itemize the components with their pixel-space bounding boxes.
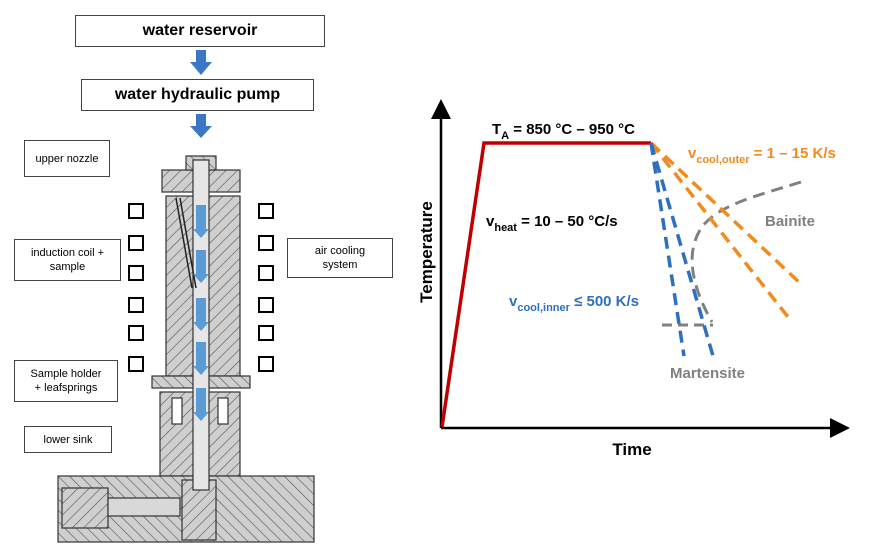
water-pump-label: water hydraulic pump [114, 86, 281, 103]
y-axis-label: Temperature [417, 201, 436, 303]
water-reservoir-label: water reservoir [142, 22, 258, 39]
sample-holder-label-2: + leafsprings [34, 382, 98, 394]
induction-coil-box: induction coil + sample [14, 239, 121, 281]
apparatus-drawing [57, 155, 315, 543]
coil-cross-sections-left [128, 203, 144, 372]
heating-rate-label: vheat = 10 – 50 °C/s [486, 213, 618, 234]
induction-coil-label-2: sample [49, 261, 86, 273]
air-cooling-box: air cooling system [287, 238, 393, 278]
martensite-label: Martensite [670, 365, 745, 382]
upper-nozzle-box: upper nozzle [24, 140, 110, 177]
induction-coil-label-1: induction coil + [30, 247, 105, 259]
water-reservoir-box: water reservoir [75, 15, 325, 47]
flow-arrow-1 [190, 50, 212, 75]
heating-holding-curve [440, 141, 651, 428]
upper-nozzle-label: upper nozzle [35, 152, 99, 165]
inner-cooling-lines [649, 142, 715, 357]
outer-cooling-rate-label: vcool,outer = 1 – 15 K/s [688, 145, 836, 166]
channel-flow-arrows [193, 205, 209, 421]
lower-sink-label: lower sink [43, 433, 93, 446]
air-cooling-label-2: system [322, 259, 358, 271]
bainite-start-curve [690, 180, 802, 323]
outer-cooling-lines [649, 141, 803, 324]
inner-cooling-rate-label: vcool,inner ≤ 500 K/s [509, 293, 639, 314]
flow-arrow-2 [190, 114, 212, 138]
lower-sink-box: lower sink [24, 426, 112, 453]
coil-cross-sections-right [258, 203, 274, 372]
x-axis-label: Time [612, 440, 651, 459]
air-cooling-label-1: air cooling [314, 245, 366, 257]
austenitization-temperature-label: TA = 850 °C – 950 °C [492, 121, 635, 142]
sample-holder-label-1: Sample holder [30, 368, 102, 380]
sample-holder-box: Sample holder + leafsprings [14, 360, 118, 402]
water-pump-box: water hydraulic pump [81, 79, 314, 111]
graph-axes [431, 99, 850, 438]
bainite-label: Bainite [765, 213, 815, 230]
